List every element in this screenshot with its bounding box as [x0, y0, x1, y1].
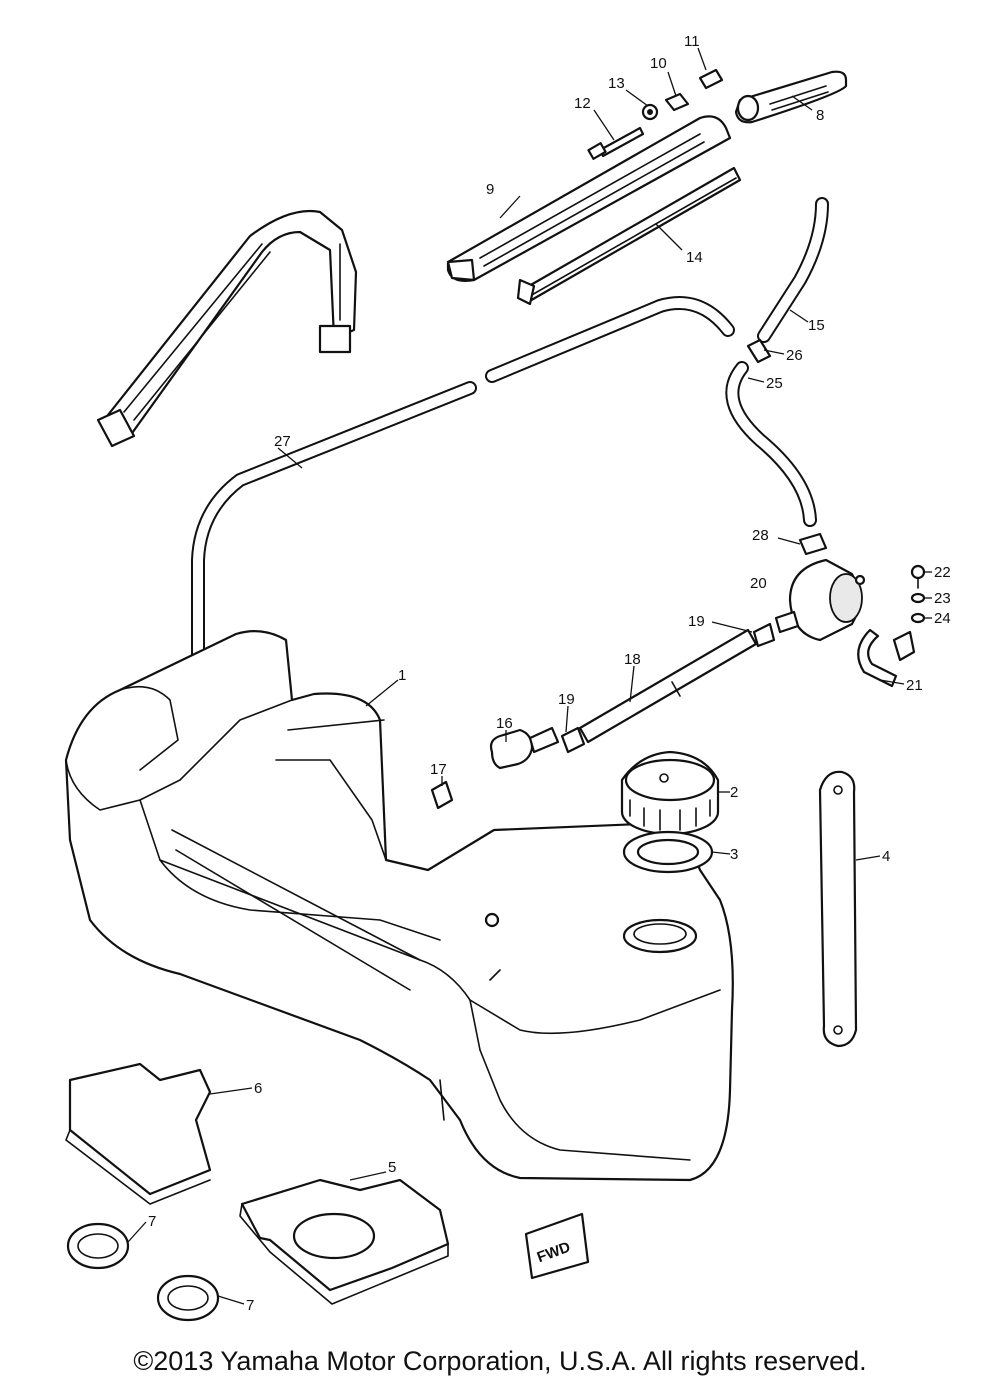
clip-19-lower: [560, 726, 586, 754]
cap-gasket-3: [622, 830, 714, 874]
callout-20: 20: [750, 575, 767, 592]
callout-3: 3: [730, 846, 738, 863]
fuel-tank-exploded-diagram: FWD 1 2 3 4 5: [64, 33, 951, 1322]
pad-6: [65, 1062, 212, 1205]
fitting-16: [489, 726, 560, 770]
tank-strap-9: [446, 115, 732, 282]
callout-10: 10: [650, 55, 667, 72]
clip-28: [798, 532, 828, 556]
hose-15: [757, 197, 829, 343]
pad-5: [239, 1178, 450, 1305]
callout-labels: 1 2 3 4 5 6 7 7 8 9 10 11 12 13 14 15 16…: [148, 33, 951, 1314]
callout-23: 23: [934, 590, 951, 607]
callout-16: 16: [496, 715, 513, 732]
callout-28: 28: [752, 527, 769, 544]
callout-25: 25: [766, 375, 783, 392]
pin-11: [698, 68, 724, 90]
fwd-decal: FWD: [524, 1212, 590, 1280]
callout-19-upper: 19: [688, 613, 705, 630]
grommet-7-upper: [66, 1222, 130, 1270]
callout-9: 9: [486, 181, 494, 198]
copyright-notice: ©2013 Yamaha Motor Corporation, U.S.A. A…: [133, 1346, 867, 1376]
washer-23: [910, 592, 926, 604]
bolt-12: [587, 126, 645, 160]
vent-hose-27: [191, 296, 735, 667]
filter-bracket-21: [857, 628, 916, 688]
callout-4: 4: [882, 848, 890, 865]
joint-26: [746, 338, 772, 364]
clamp-17: [430, 780, 454, 810]
callout-17: 17: [430, 761, 447, 778]
callout-5: 5: [388, 1159, 396, 1176]
screw-22: [910, 564, 926, 589]
callout-1: 1: [398, 667, 406, 684]
callout-27: 27: [274, 433, 291, 450]
callout-14: 14: [686, 249, 703, 266]
callout-18: 18: [624, 651, 641, 668]
callout-6: 6: [254, 1080, 262, 1097]
fuel-hose-18: [578, 628, 758, 744]
callout-13: 13: [608, 75, 625, 92]
leader-lines: [127, 47, 932, 1305]
fuel-filter-20: [774, 558, 866, 642]
callout-22: 22: [934, 564, 951, 581]
fuel-cap-2: [620, 750, 720, 836]
callout-26: 26: [786, 347, 803, 364]
hose-25: [725, 361, 817, 527]
callout-15: 15: [808, 317, 825, 334]
grommet-7-lower: [156, 1274, 220, 1322]
nut-13: [641, 103, 659, 121]
strap-bracket-8: [734, 70, 848, 124]
collar-10: [664, 92, 690, 112]
callout-8: 8: [816, 107, 824, 124]
callout-12: 12: [574, 95, 591, 112]
callout-19-lower: 19: [558, 691, 575, 708]
fuel-tank-1: [64, 629, 734, 1182]
rubber-strip-14: [516, 166, 742, 306]
callout-7-upper: 7: [148, 1213, 156, 1230]
callout-2: 2: [730, 784, 738, 801]
callout-7-lower: 7: [246, 1297, 254, 1314]
callout-11: 11: [684, 33, 700, 50]
clip-19-upper: [752, 622, 776, 648]
callout-24: 24: [934, 610, 951, 627]
tank-band-bracket: [96, 210, 358, 448]
callout-21: 21: [906, 677, 923, 694]
strap-4: [818, 770, 858, 1048]
washer-24: [910, 612, 926, 624]
